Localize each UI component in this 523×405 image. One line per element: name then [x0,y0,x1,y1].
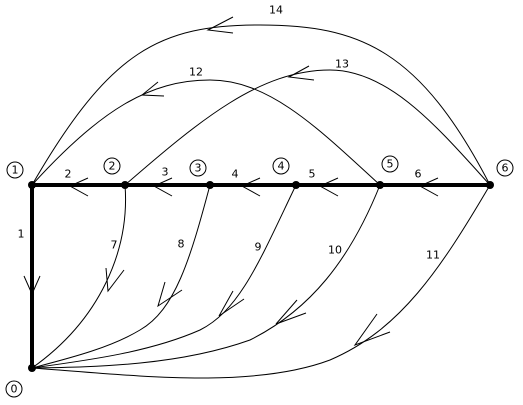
node-2-label-group: 2 [103,157,121,175]
edge-1-arrow [23,275,41,296]
edge-4-arrow [240,177,261,197]
node-1-label-group: 1 [6,161,24,179]
node-3-dot [206,181,214,189]
edge-10-label: 10 [328,244,342,257]
edge-14-curve [31,24,491,186]
edge-7-label: 7 [111,239,118,252]
node-4-label-group: 4 [272,157,290,175]
edge-8-label: 8 [178,238,185,251]
node-0-circle [5,380,23,398]
node-5-dot [376,181,384,189]
edge-14-label: 14 [269,4,283,17]
node-1-dot [28,181,36,189]
edge-11-curve [31,184,491,379]
edge-4-label: 4 [232,168,239,181]
node-2-dot [121,181,129,189]
edge-9-label: 9 [255,241,262,254]
node-6-label-group: 6 [496,159,514,177]
node-5-circle [381,155,399,173]
edge-2-label: 2 [65,168,72,181]
node-6-label: 6 [502,162,509,175]
edge-11-arrow [353,313,391,347]
edge-5-arrow [318,177,339,197]
node-3-circle [189,159,207,177]
node-6-circle [496,159,514,177]
edge-11-label: 11 [426,249,440,262]
node-3-label: 3 [195,162,202,175]
edge-7-curve [31,184,127,369]
node-1-circle [6,161,24,179]
edge-6-arrow [418,177,439,197]
node-3-label-group: 3 [189,159,207,177]
edge-13-arrow [287,65,315,81]
edge-7-arrow [105,267,125,293]
node-1-label: 1 [12,164,19,177]
edge-10-curve [31,184,381,369]
edge-8-curve [31,184,211,369]
edge-10-arrow [275,299,307,325]
edge-2-arrow [68,177,89,197]
node-4-dot [292,181,300,189]
node-5-label: 5 [387,158,394,171]
edge-13-label: 13 [335,58,349,71]
node-4-label: 4 [278,160,285,173]
node-6-dot [486,181,494,189]
edge-3-arrow [152,177,173,197]
edge-9-arrow [218,290,245,317]
edge-9-curve [31,184,297,369]
edge-12-curve [31,79,381,186]
edge-8-arrow [157,281,183,308]
node-0-label-group: 0 [5,380,23,398]
node-5-label-group: 5 [381,155,399,173]
node-2-label: 2 [109,160,116,173]
node-4-circle [272,157,290,175]
edge-6-label: 6 [415,168,422,181]
edge-13-curve [124,69,491,186]
edge-12-arrow [140,81,165,97]
node-0-dot [28,364,36,372]
edge-1-label: 1 [18,228,25,241]
node-2-circle [103,157,121,175]
edge-3-label: 3 [162,166,169,179]
node-0-label: 0 [11,383,18,396]
edge-14-arrow [206,16,234,34]
edge-5-label: 5 [309,168,316,181]
edge-12-label: 12 [189,66,203,79]
